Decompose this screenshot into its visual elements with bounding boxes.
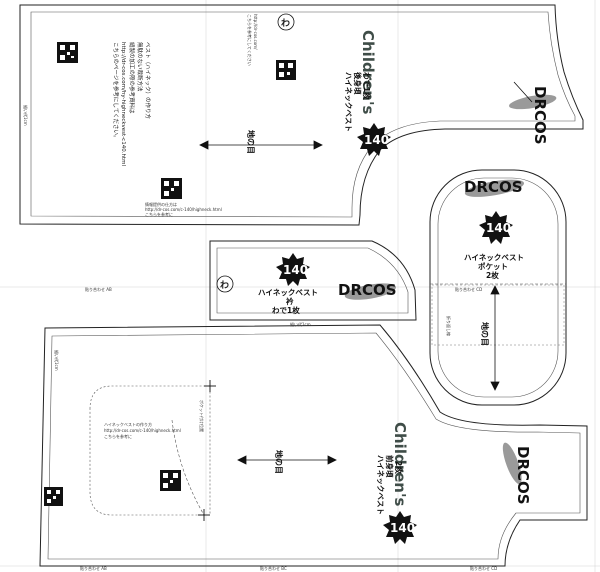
info-note: 情報提供の仕方は http://dr-cos.com/c-140/highnec… bbox=[145, 201, 222, 217]
pocket-fold-label: 折り返し線 bbox=[446, 316, 452, 336]
size-badge: 140 bbox=[383, 511, 417, 544]
svg-text:わで1枚: わで1枚 bbox=[272, 305, 300, 315]
collar-wa-mark: わ bbox=[220, 280, 229, 291]
pocket-grain-arrow bbox=[490, 285, 500, 391]
svg-text:前身頃: 前身頃 bbox=[385, 455, 395, 478]
svg-text:ハイネックベスト: ハイネックベスト bbox=[464, 252, 524, 262]
size-badge: 140 bbox=[479, 211, 513, 244]
svg-text:DRCOS: DRCOS bbox=[464, 178, 523, 196]
pocket-inner-line bbox=[437, 177, 559, 398]
info-title: 情報提供の仕方は bbox=[145, 201, 177, 207]
front-piece-title: ハイネックベスト 前身頃 2枚 bbox=[376, 455, 404, 515]
front-qr-notes: ハイネックベストの作り方 http://dr-cos.com/c-140/hig… bbox=[104, 421, 181, 439]
front-left-seam-label: 縫い代1cm bbox=[54, 350, 60, 371]
qr-code[interactable] bbox=[160, 470, 181, 491]
svg-text:ポケット: ポケット bbox=[478, 261, 508, 271]
pocket-outline bbox=[429, 169, 567, 406]
svg-text:貼り合わせ AB: 貼り合わせ AB bbox=[85, 286, 112, 292]
svg-text:2枚: 2枚 bbox=[394, 461, 404, 474]
pocket-piece[interactable] bbox=[429, 169, 567, 406]
info-hint: こちらを参考に bbox=[145, 211, 173, 217]
pocket-placement: ポケット付け位置 bbox=[89, 380, 216, 521]
front-bodice-outline bbox=[39, 324, 588, 567]
svg-text:DRCOS: DRCOS bbox=[514, 446, 532, 505]
svg-text:貼り合わせ CD: 貼り合わせ CD bbox=[455, 286, 482, 292]
front-grain-label: 地の目 bbox=[274, 450, 284, 474]
collar-fold-mark: わ bbox=[216, 275, 234, 293]
svg-text:貼り合わせ BC: 貼り合わせ BC bbox=[260, 565, 287, 571]
collar-seam-label: 縫い代1cm bbox=[290, 321, 311, 327]
collar-piece[interactable] bbox=[209, 240, 417, 321]
size-badge: 140 bbox=[276, 253, 310, 286]
svg-text:140: 140 bbox=[390, 521, 415, 535]
back-wa-mark: わ bbox=[281, 18, 290, 29]
svg-text:貼り合わせ AB: 貼り合わせ AB bbox=[80, 565, 107, 571]
brand-logo: DRCOS bbox=[509, 81, 557, 145]
svg-text:貼り合わせ CD: 貼り合わせ CD bbox=[470, 565, 497, 571]
qr-code[interactable] bbox=[44, 487, 63, 506]
back-bodice-outline bbox=[19, 4, 584, 226]
collar-outline bbox=[209, 240, 417, 321]
match-labels: 貼り合わせ AB 貼り合わせ CD 貼り合わせ AB 貼り合わせ BC 貼り合わ… bbox=[80, 286, 497, 571]
svg-text:わで1枚: わで1枚 bbox=[362, 72, 372, 100]
back-bodice-cut-line bbox=[30, 11, 576, 218]
collar-piece-title: ハイネックベスト 衿 わで1枚 bbox=[258, 287, 318, 315]
svg-text:http://dr-cos.com/: http://dr-cos.com/ bbox=[253, 14, 258, 50]
info-url: http://dr-cos.com/c-140/highneck.html bbox=[145, 207, 222, 212]
svg-text:後身頃: 後身頃 bbox=[353, 72, 363, 95]
svg-text:こちらを参考に: こちらを参考に bbox=[104, 433, 132, 439]
front-children-label: Children's bbox=[391, 422, 409, 507]
back-fold-mark: わ bbox=[277, 13, 295, 31]
instructions-line-4: http://dr-cos.com/hy-highneckvest-c140.h… bbox=[120, 42, 126, 166]
brand-logo: DRCOS bbox=[464, 178, 525, 197]
pocket-position-label: ポケット付け位置 bbox=[199, 400, 205, 432]
instructions-block: ベスト（ハイネック）の作り方 無駄のない裁断方法 縫製の加工の際の参考資料は h… bbox=[112, 42, 152, 166]
front-grain-arrow bbox=[237, 455, 337, 465]
svg-text:ハイネックベスト: ハイネックベスト bbox=[376, 455, 386, 515]
instructions-line-2: 無駄のない裁断方法 bbox=[136, 42, 144, 92]
collar-cut-line bbox=[216, 247, 409, 314]
front-bodice-cut-line bbox=[47, 332, 581, 560]
qr-code[interactable] bbox=[276, 60, 296, 80]
svg-text:衿: 衿 bbox=[286, 296, 294, 306]
back-piece-title: ハイネックベスト 後身頃 わで1枚 bbox=[344, 72, 372, 132]
instructions-line-1: ベスト（ハイネック）の作り方 bbox=[144, 42, 152, 120]
front-bodice-piece[interactable] bbox=[39, 324, 588, 567]
svg-text:ハイネックベストの作り方: ハイネックベストの作り方 bbox=[104, 421, 152, 427]
back-grain-label: 地の目 bbox=[246, 130, 256, 154]
svg-text:140: 140 bbox=[486, 221, 511, 235]
svg-text:http://dr-cos.com/c-140/highne: http://dr-cos.com/c-140/highneck.html bbox=[104, 428, 181, 433]
back-left-seam-label: 縫い代1cm bbox=[23, 105, 29, 126]
brand-logo: DRCOS bbox=[338, 281, 397, 300]
brand-logo: DRCOS bbox=[502, 442, 532, 505]
svg-text:DRCOS: DRCOS bbox=[338, 281, 397, 299]
svg-text:140: 140 bbox=[283, 263, 308, 277]
svg-text:ハイネックベスト: ハイネックベスト bbox=[258, 287, 318, 297]
svg-text:140: 140 bbox=[364, 133, 389, 147]
svg-text:こちらを参考にしてください: こちらを参考にしてください bbox=[247, 14, 253, 66]
instructions-line-5: こちらのページを参考にしてください。 bbox=[112, 42, 120, 141]
back-grain-arrow bbox=[199, 140, 323, 150]
size-badge: 140 bbox=[357, 123, 391, 156]
back-bodice-piece[interactable] bbox=[19, 4, 584, 226]
svg-text:2枚: 2枚 bbox=[486, 270, 499, 280]
pocket-grain-label: 地の目 bbox=[480, 322, 490, 346]
pocket-piece-title: ハイネックベスト ポケット 2枚 bbox=[464, 252, 524, 280]
qr-code[interactable] bbox=[57, 42, 78, 63]
svg-text:DRCOS: DRCOS bbox=[531, 86, 549, 145]
back-side-notes: こちらを参考にしてください http://dr-cos.com/ bbox=[247, 14, 258, 66]
instructions-line-3: 縫製の加工の際の参考資料は bbox=[128, 42, 136, 114]
qr-code[interactable] bbox=[161, 178, 182, 199]
svg-text:ハイネックベスト: ハイネックベスト bbox=[344, 72, 354, 132]
back-children-label: Children's bbox=[359, 30, 377, 115]
